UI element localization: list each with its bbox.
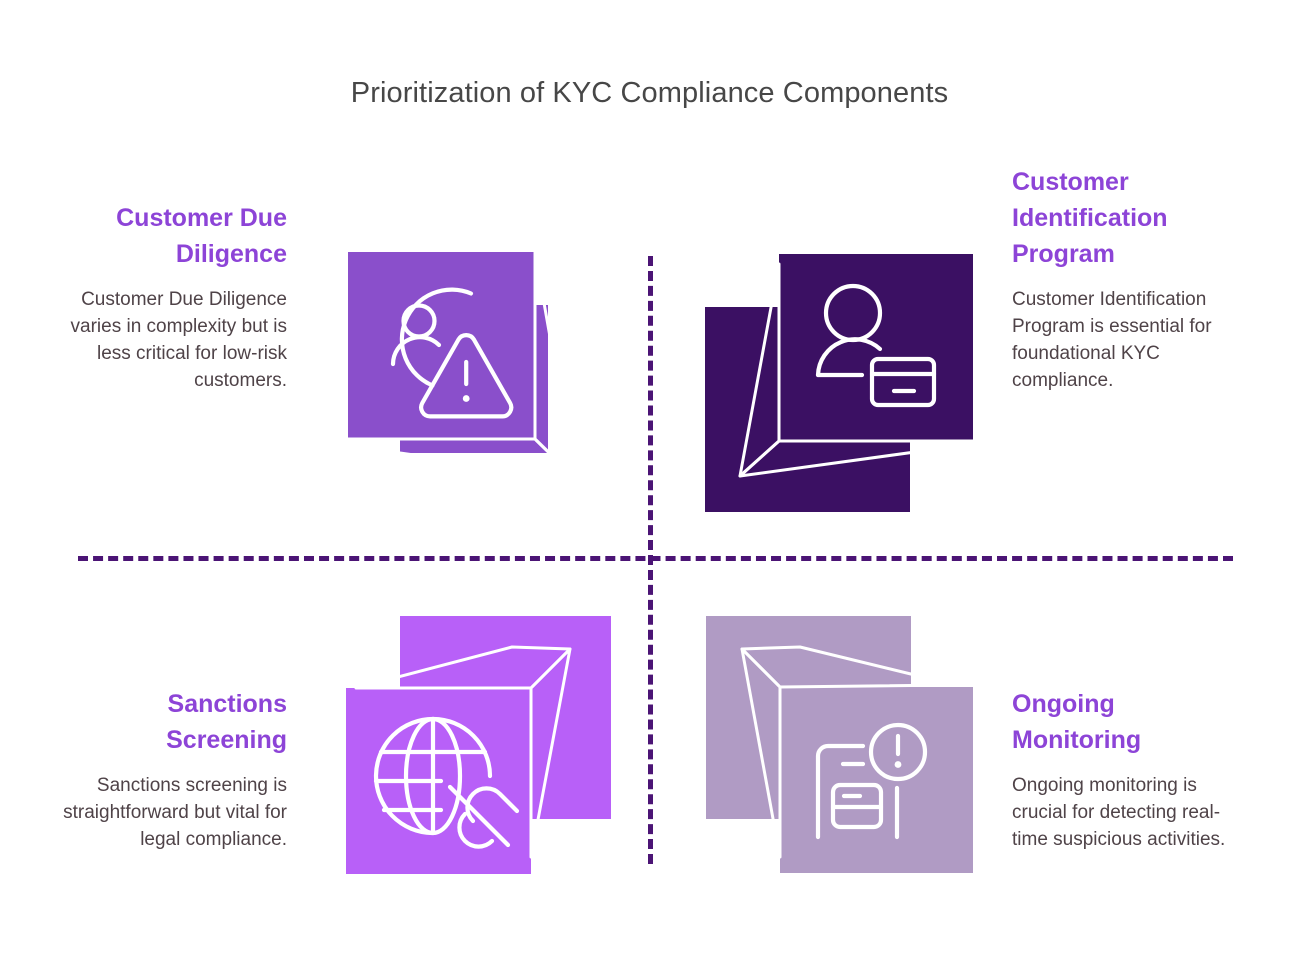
icon-front-panel	[780, 687, 973, 873]
broken-link-glyph	[447, 784, 520, 849]
quadrant-heading-ongoing-monitoring: Ongoing Monitoring	[1012, 690, 1142, 754]
person-id-card-icon	[705, 254, 975, 512]
card-alert-glyph	[815, 722, 928, 840]
quadrant-text-customer-identification-program: Customer Identification Program Customer…	[1012, 164, 1227, 394]
icon-graphic-customer-due-diligence	[340, 245, 630, 520]
quadrant-text-sanctions-screening: Sanctions Screening Sanctions screening …	[62, 686, 287, 853]
person-alert-icon	[346, 250, 577, 480]
quadrant-text-ongoing-monitoring: Ongoing Monitoring Ongoing monitoring is…	[1012, 686, 1227, 853]
icon-3d-frame	[354, 645, 572, 859]
quadrant-body-customer-identification-program: Customer Identification Program is essen…	[1012, 289, 1212, 391]
icon-3d-frame	[738, 262, 975, 478]
icon-front-panel	[348, 252, 535, 439]
icon-graphic-ongoing-monitoring	[690, 605, 980, 880]
person-alert-glyph	[390, 287, 514, 419]
icon-3d-frame	[740, 645, 958, 859]
quadrant-divider-vertical	[648, 256, 653, 864]
quadrant-heading-sanctions-screening: Sanctions Screening	[166, 690, 287, 754]
icon-3d-frame	[346, 250, 577, 480]
icon-graphic-sanctions-screening	[340, 605, 630, 880]
card-alert-monitor-icon	[706, 616, 973, 873]
quadrant-text-customer-due-diligence: Customer Due Diligence Customer Due Dili…	[62, 200, 287, 394]
globe-glyph	[373, 716, 493, 836]
quadrant-heading-customer-identification-program: Customer Identification Program	[1012, 168, 1168, 268]
icon-graphic-customer-identification-program	[690, 245, 980, 520]
page-title: Prioritization of KYC Compliance Compone…	[350, 77, 949, 109]
globe-broken-link-icon	[346, 616, 611, 874]
quadrant-body-sanctions-screening: Sanctions screening is straightforward b…	[63, 775, 287, 850]
quadrant-heading-customer-due-diligence: Customer Due Diligence	[116, 204, 287, 268]
quadrant-body-ongoing-monitoring: Ongoing monitoring is crucial for detect…	[1012, 775, 1226, 850]
quadrant-divider-horizontal	[78, 556, 1233, 561]
person-card-glyph	[815, 283, 937, 408]
quadrant-body-customer-due-diligence: Customer Due Diligence varies in complex…	[70, 289, 287, 391]
